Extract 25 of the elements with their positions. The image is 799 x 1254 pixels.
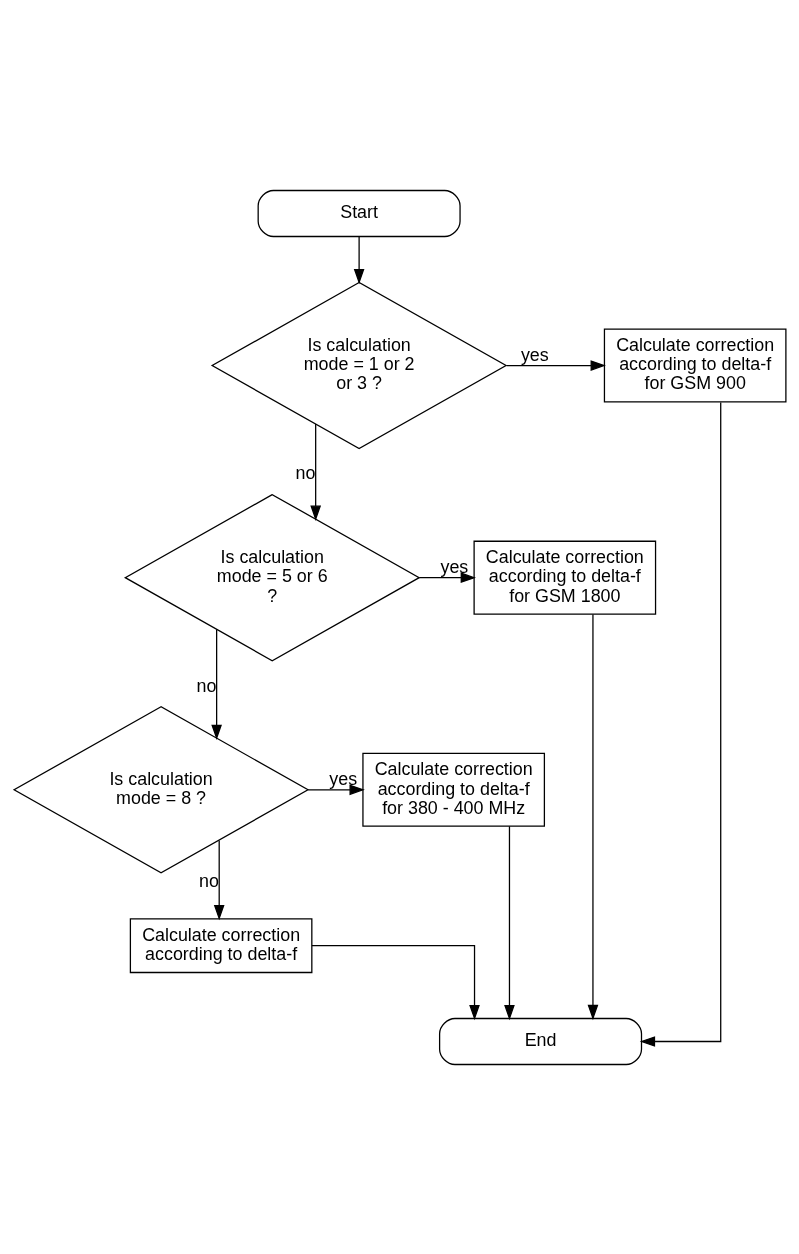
node-box: Calculate correction according to delta-f	[129, 917, 312, 973]
arrow	[505, 359, 606, 371]
node-box: Calculate correction according to delta-f for GSM 1800	[472, 540, 656, 615]
arrow	[307, 783, 365, 795]
arrow	[418, 571, 476, 583]
node-box: End	[438, 1017, 642, 1065]
arrow	[213, 839, 225, 920]
arrow	[309, 422, 321, 521]
edge-label: no	[295, 462, 315, 483]
node-box: Calculate correction according to delta-f for 380 - 400 MHz	[361, 752, 545, 827]
arrow	[310, 944, 480, 1020]
node-box: Start	[257, 189, 461, 237]
edge-label: yes	[439, 556, 468, 577]
node-diamond: Is calculation mode = 5 or 6 ?	[123, 493, 420, 661]
node-diamond: Is calculation mode = 1 or 2 or 3 ?	[210, 281, 507, 449]
node-box: Calculate correction according to delta-f for GSM 900	[603, 328, 787, 403]
arrow	[587, 613, 598, 1020]
edge-label: yes	[328, 768, 357, 789]
arrow	[503, 825, 515, 1020]
arrow	[353, 235, 364, 284]
edge-label: no	[195, 675, 216, 696]
arrow	[210, 628, 222, 740]
edge-label: yes	[520, 344, 549, 365]
arrow	[639, 401, 721, 1047]
node-diamond: Is calculation mode = 8 ?	[12, 705, 309, 874]
